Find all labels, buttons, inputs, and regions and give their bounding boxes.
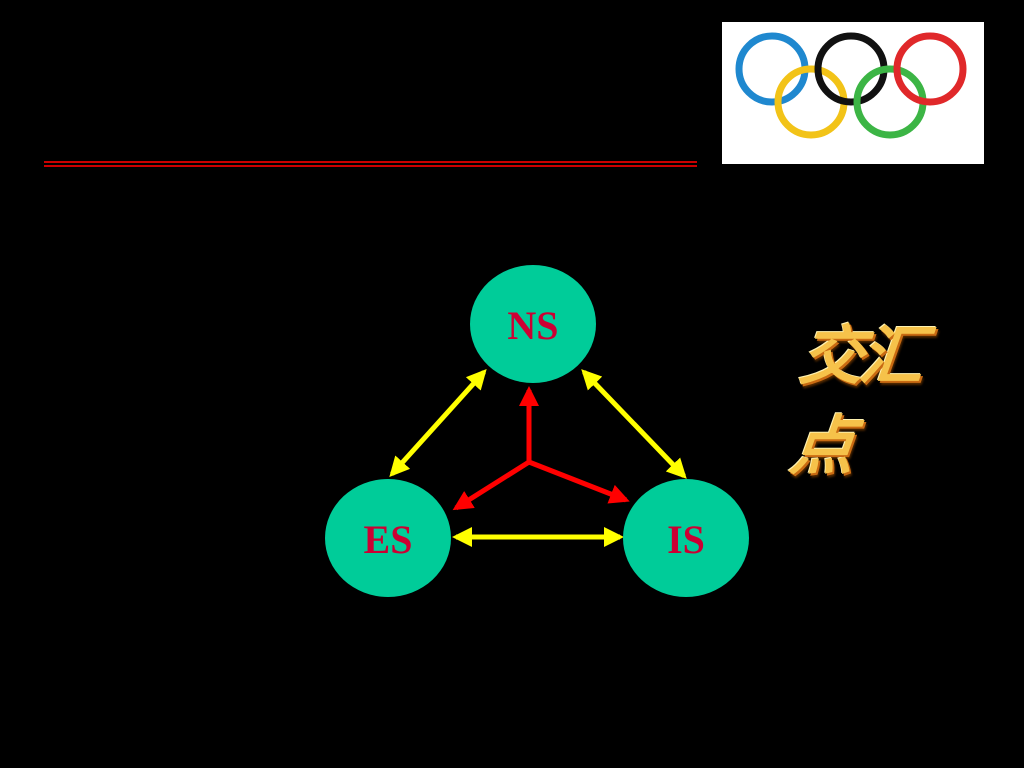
- side-label: 交汇点: [786, 320, 924, 484]
- link-ns-is: [581, 369, 687, 479]
- node-es-label: ES: [364, 517, 413, 562]
- node-ns: NS: [470, 265, 596, 383]
- node-is-label: IS: [667, 517, 705, 562]
- olympic-rings-logo: [722, 22, 984, 164]
- node-ns-label: NS: [507, 303, 558, 348]
- title-rule: [44, 161, 697, 167]
- link-center-es: [452, 459, 531, 511]
- link-center-is: [528, 459, 630, 504]
- node-es: ES: [325, 479, 451, 597]
- olympic-rings-icon: [735, 32, 967, 139]
- link-ns-es: [389, 369, 487, 477]
- ring-red: [893, 32, 967, 106]
- node-is: IS: [623, 479, 749, 597]
